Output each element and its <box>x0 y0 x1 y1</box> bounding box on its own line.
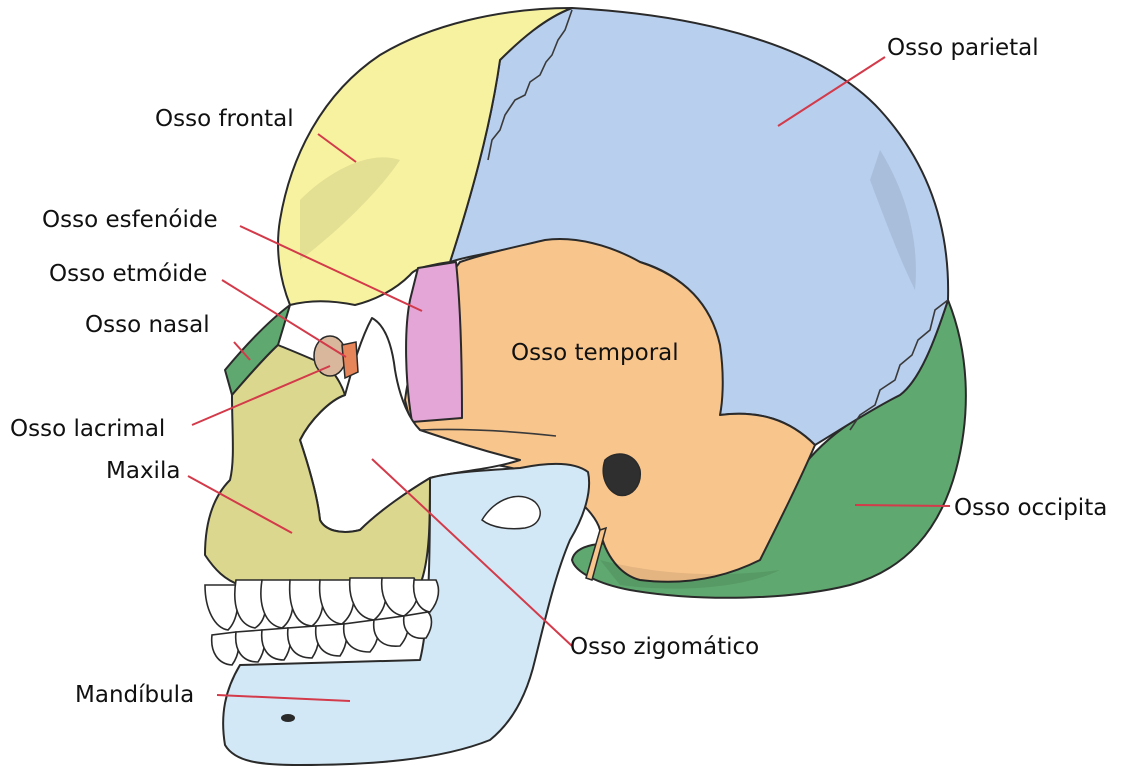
tooth <box>320 580 354 624</box>
label-occipital: Osso occipita <box>954 495 1107 521</box>
ethmoid-bone <box>342 342 358 378</box>
tooth <box>262 628 291 660</box>
label-esfenoide: Osso esfenóide <box>42 207 218 233</box>
tooth <box>205 585 238 630</box>
label-temporal: Osso temporal <box>511 340 679 366</box>
sphenoid-bone <box>406 262 462 422</box>
label-mandibula: Mandíbula <box>75 682 194 708</box>
tooth <box>212 632 239 665</box>
tooth <box>316 624 347 656</box>
tooth <box>288 626 319 658</box>
tooth <box>350 578 386 620</box>
label-zigomatico: Osso zigomático <box>570 634 759 660</box>
tooth <box>261 580 293 628</box>
label-lacrimal: Osso lacrimal <box>10 416 165 442</box>
tooth <box>404 612 432 638</box>
tooth <box>382 578 418 616</box>
teeth <box>205 578 438 665</box>
label-etmoide: Osso etmóide <box>49 261 207 287</box>
leader-occipital <box>855 505 950 506</box>
label-parietal: Osso parietal <box>887 35 1039 61</box>
label-maxila: Maxila <box>106 458 180 484</box>
label-nasal: Osso nasal <box>85 312 210 338</box>
label-frontal: Osso frontal <box>155 106 294 132</box>
tooth <box>290 580 323 626</box>
tooth <box>236 630 265 662</box>
mental-foramen <box>281 714 295 722</box>
